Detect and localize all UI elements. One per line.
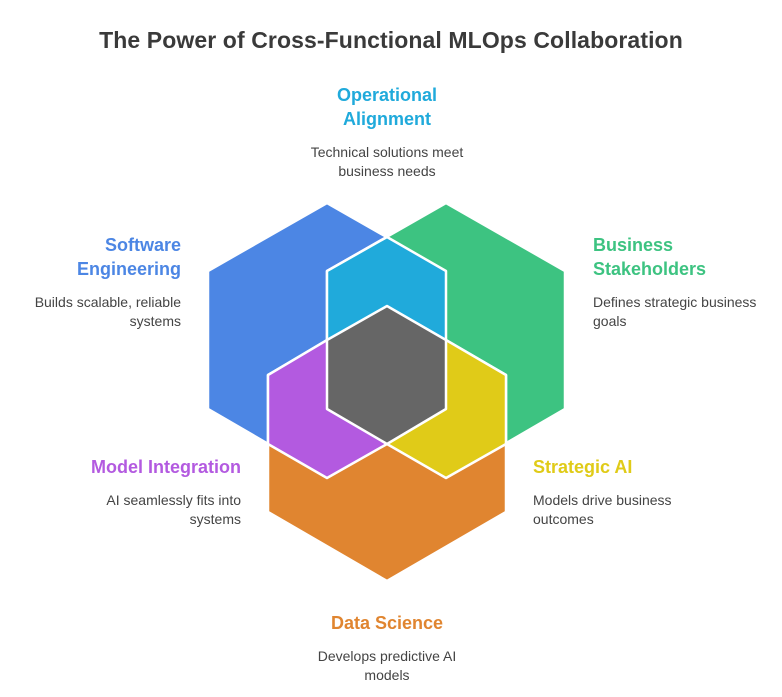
software-engineering-title-line1: Software xyxy=(104,235,181,255)
operational-alignment-title-line1: Operational xyxy=(336,85,438,105)
operational-alignment-desc-line1: Technical solutions meet xyxy=(310,144,464,160)
operational-alignment-desc-line2: business needs xyxy=(338,163,436,179)
software-engineering-title-line2: Engineering xyxy=(76,259,181,279)
data-science-label: Data Science Develops predictive AI mode… xyxy=(234,611,540,685)
model-integration-desc-line1: AI seamlessly fits into xyxy=(106,492,241,508)
operational-alignment-label: Operational Alignment Technical solution… xyxy=(234,83,540,181)
model-integration-label: Model Integration AI seamlessly fits int… xyxy=(40,455,241,529)
software-engineering-desc-line2: systems xyxy=(129,313,181,329)
model-integration-desc-line2: systems xyxy=(189,511,241,527)
data-science-desc-line2: models xyxy=(364,667,410,683)
data-science-desc-line1: Develops predictive AI xyxy=(317,648,457,664)
model-integration-title-line1: Model Integration xyxy=(91,457,241,477)
business-stakeholders-desc-line1: Defines strategic business xyxy=(593,294,757,310)
diagram-title: The Power of Cross-Functional MLOps Coll… xyxy=(99,27,683,53)
business-stakeholders-desc-line2: goals xyxy=(593,313,627,329)
strategic-ai-title-line1: Strategic AI xyxy=(533,457,633,477)
data-science-title-line1: Data Science xyxy=(330,613,444,633)
strategic-ai-desc-line1: Models drive business xyxy=(533,492,672,508)
operational-alignment-title-line2: Alignment xyxy=(343,109,431,129)
business-stakeholders-title-line1: Business xyxy=(593,235,674,255)
business-stakeholders-label: Business Stakeholders Defines strategic … xyxy=(593,233,779,331)
strategic-ai-desc-line2: outcomes xyxy=(533,511,594,527)
software-engineering-label: Software Engineering Builds scalable, re… xyxy=(10,233,181,331)
business-stakeholders-title-line2: Stakeholders xyxy=(593,259,707,279)
software-engineering-desc-line1: Builds scalable, reliable xyxy=(34,294,181,310)
strategic-ai-label: Strategic AI Models drive business outco… xyxy=(533,455,733,529)
core-overlap xyxy=(325,304,448,446)
